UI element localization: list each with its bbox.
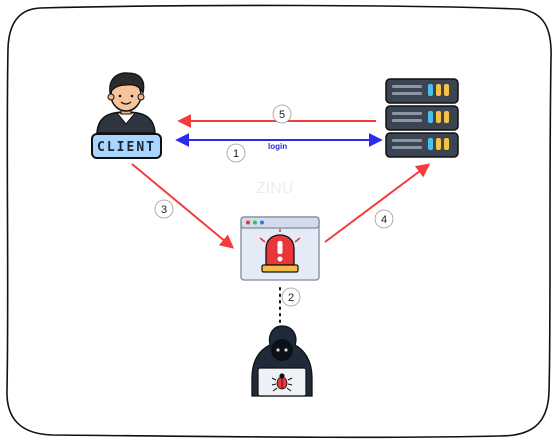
step-number-2: 2 [288,292,294,304]
login-label: login [268,142,287,151]
step-number-3: 3 [161,204,167,216]
bug-icon [271,373,293,392]
person-avatar-icon [96,72,156,134]
step-number-4: 4 [381,214,387,226]
watermark-text: ZINU [256,180,293,197]
step-circle-4: 4 [374,209,394,229]
server-unit-2 [385,105,459,131]
step-circle-1: 1 [226,143,246,163]
step-circle-5: 5 [272,104,292,124]
step-number-5: 5 [279,109,285,121]
step-circle-3: 3 [154,199,174,219]
server-unit-3 [385,132,459,158]
siren-icon [259,229,301,273]
client-badge: CLIENT [91,133,162,159]
browser-alert-icon [240,216,320,281]
step-number-1: 1 [233,148,239,160]
client-label: CLIENT [97,140,156,155]
server-rack-icon [385,78,459,158]
arrow-4 [324,163,431,243]
step-circle-2: 2 [281,287,301,307]
server-unit-1 [385,78,459,104]
sketch-frame [6,4,552,439]
hacker-laptop-icon [251,325,313,397]
arrow-3 [131,163,235,249]
